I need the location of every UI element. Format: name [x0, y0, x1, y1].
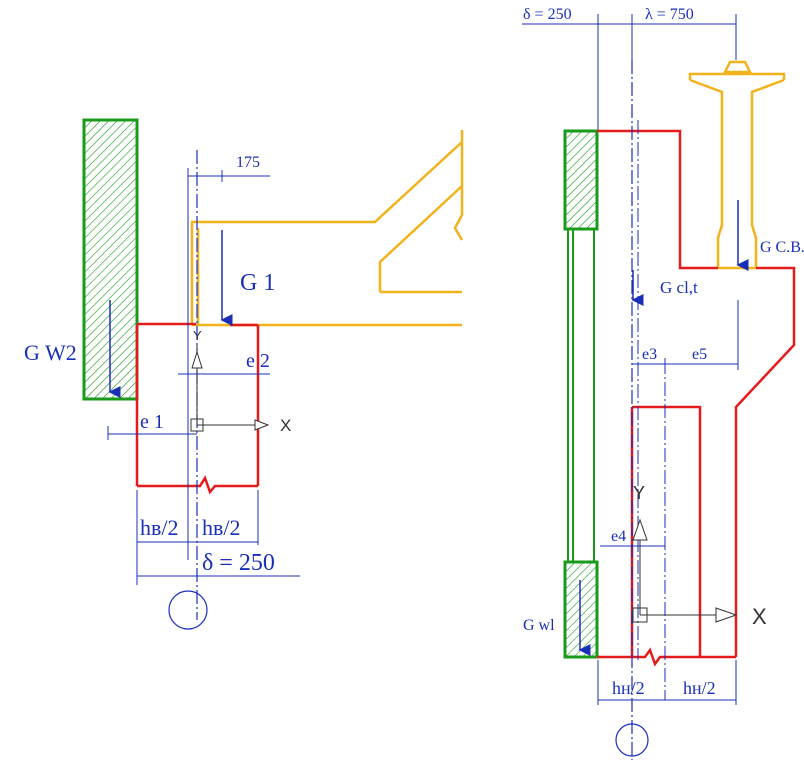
right-gclt-label: G cl,t — [660, 278, 698, 297]
right-crane-beam — [688, 60, 786, 270]
right-half-width-left: hн/2 — [612, 678, 645, 698]
left-view: 175 G 1 G W2 e 1 e 2 X Y — [24, 118, 464, 630]
right-gcb-label: G С.В. — [760, 239, 804, 256]
right-view: δ = 250 λ = 750 — [522, 6, 804, 760]
left-g1-label: G 1 — [240, 270, 275, 296]
left-dim-175-label: 175 — [236, 154, 260, 171]
right-e3-label: e3 — [642, 346, 657, 363]
right-wall-top — [563, 129, 599, 231]
right-wall-middle — [567, 229, 595, 562]
left-axis-y: Y — [193, 328, 202, 343]
left-axis-circle — [168, 590, 208, 630]
left-dim-e1 — [107, 426, 197, 440]
left-dim-175 — [187, 170, 270, 182]
right-axis-circle — [615, 723, 649, 757]
left-console — [190, 130, 464, 327]
right-delta-label: δ = 250 — [523, 6, 572, 23]
left-axis-x: X — [280, 416, 291, 435]
left-half-width-left: hв/2 — [140, 515, 179, 540]
right-e5-label: e5 — [692, 346, 707, 363]
left-column — [135, 322, 260, 495]
right-lambda-label: λ = 750 — [645, 6, 694, 23]
right-e4-label: e4 — [611, 528, 626, 545]
right-gw1-label: G wl — [523, 617, 555, 634]
right-dim-e3-e5 — [632, 300, 739, 370]
left-axes — [190, 345, 270, 432]
right-dim-half-widths — [597, 660, 737, 705]
left-dim-half-widths — [136, 490, 300, 585]
left-e2-label: e 2 — [246, 350, 270, 372]
right-axis-x: X — [752, 604, 767, 629]
right-half-width-right: hн/2 — [683, 678, 716, 698]
right-wall-bottom — [563, 560, 599, 659]
left-delta-label: δ = 250 — [202, 550, 275, 576]
right-axis-y: Y — [633, 483, 645, 503]
right-column — [597, 129, 796, 667]
right-top-dims — [522, 14, 737, 140]
left-half-width-right: hв/2 — [202, 515, 241, 540]
left-gw2-label: G W2 — [24, 340, 77, 365]
left-e1-label: e 1 — [140, 411, 164, 433]
right-axes — [632, 518, 738, 623]
